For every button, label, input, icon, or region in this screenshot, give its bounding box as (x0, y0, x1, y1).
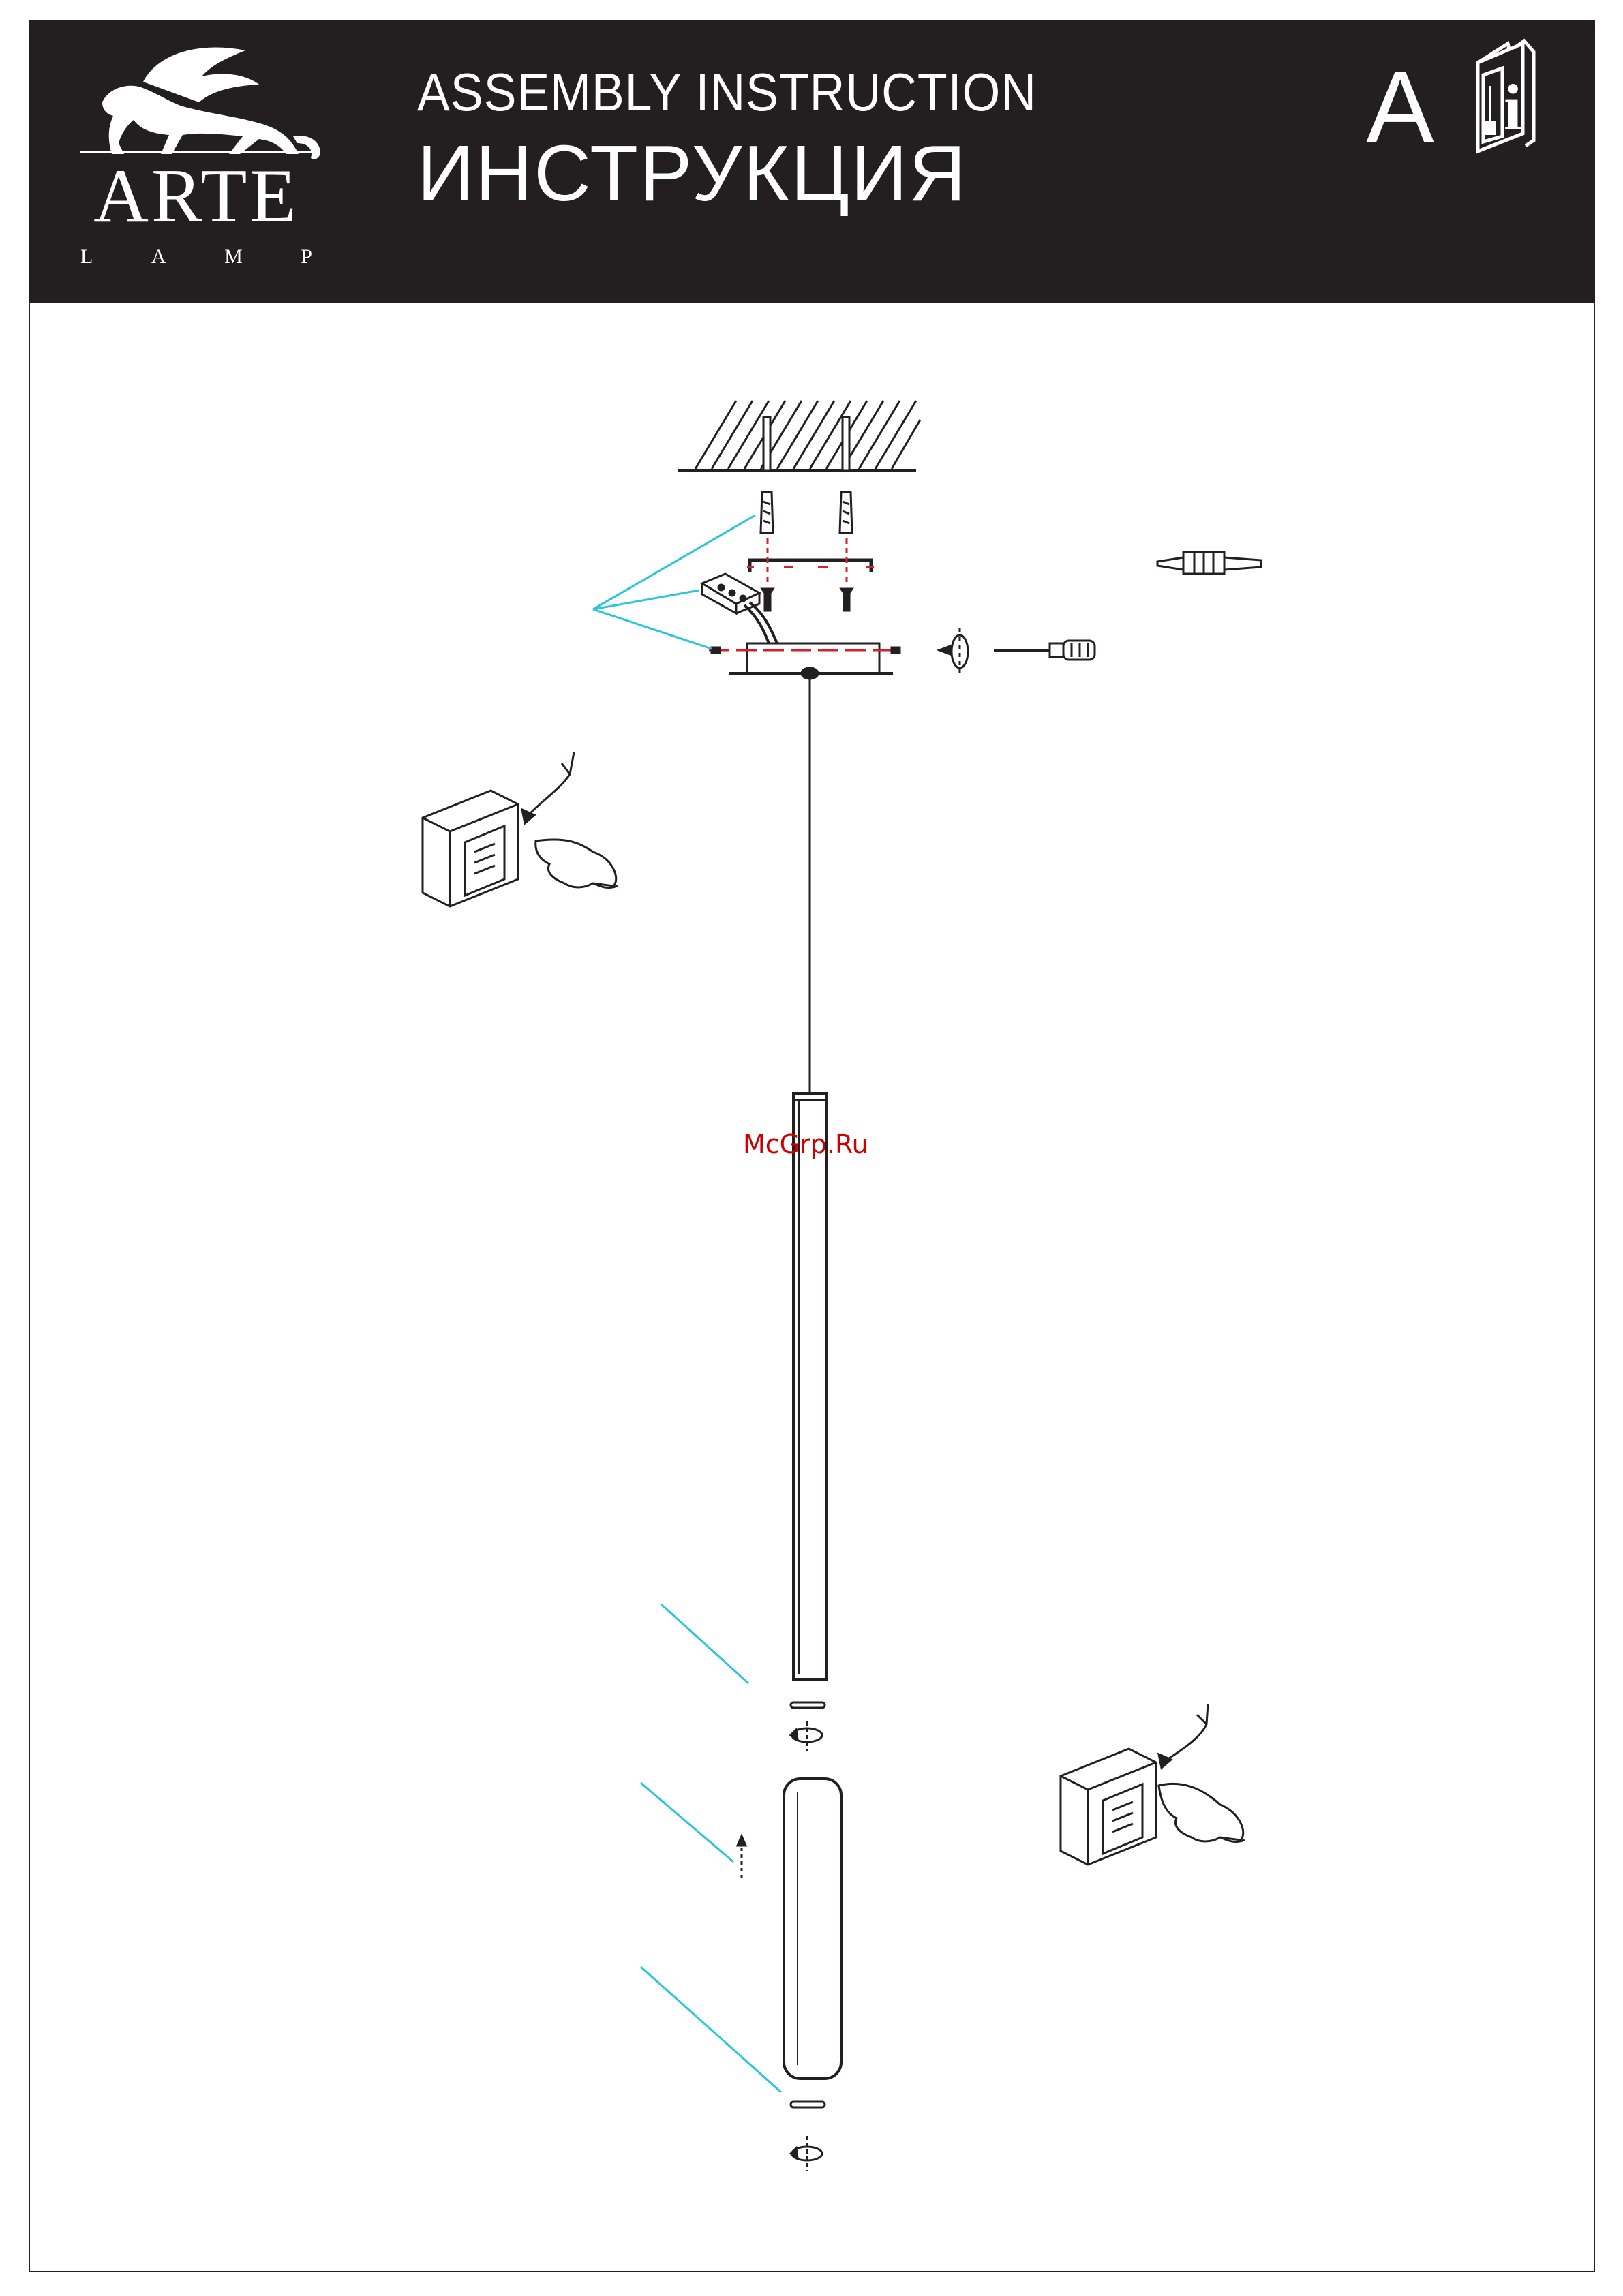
mounting-bracket-icon (747, 560, 874, 572)
watermark: McGrp.Ru (743, 1131, 868, 1157)
ceiling-hatch (678, 401, 920, 470)
end-cap (791, 2102, 825, 2171)
end-ring (791, 1702, 825, 1751)
diffuser (784, 1779, 841, 2079)
wall-plug-icon (761, 492, 852, 533)
tube-body (793, 1093, 826, 1679)
canopy-icon (709, 643, 900, 679)
screwdriver-icon (994, 641, 1095, 660)
callout-lines (593, 515, 781, 2092)
wire-connector-icon (1157, 552, 1261, 574)
rotate-arrow-icon (939, 628, 968, 676)
switch-on-icon (1061, 1704, 1245, 1865)
switch-off-icon (423, 752, 618, 906)
up-arrow-icon (738, 1836, 746, 1878)
screw-icon (762, 538, 852, 611)
